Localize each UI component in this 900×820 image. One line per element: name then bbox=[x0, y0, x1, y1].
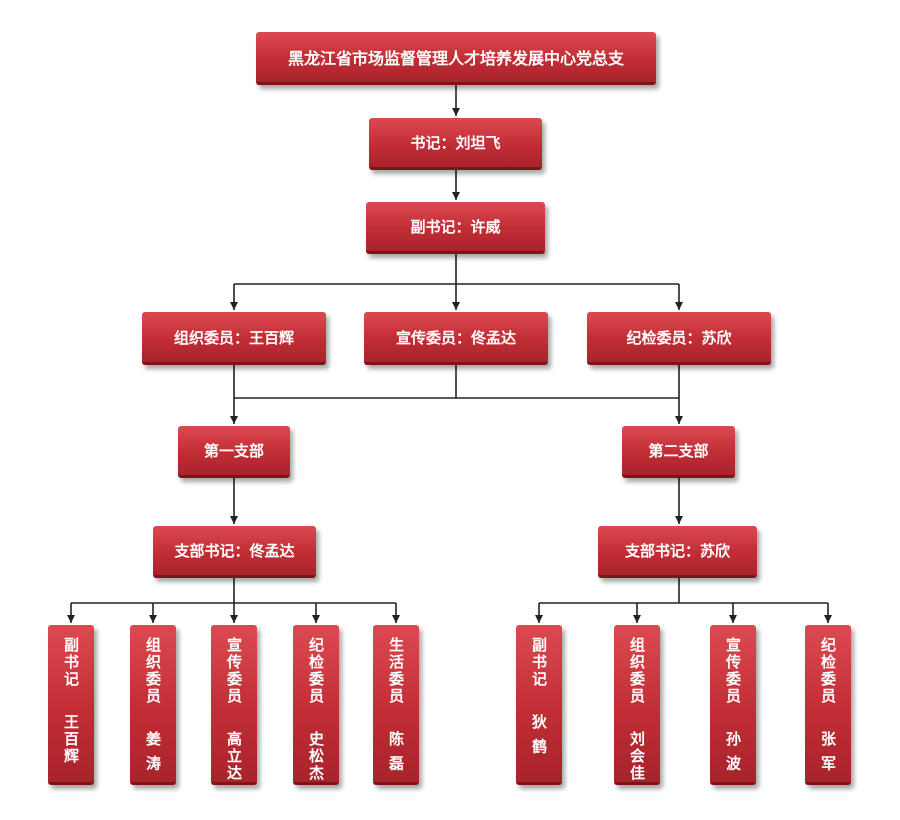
member-role: 副书记 bbox=[62, 637, 80, 688]
committee-propaganda-label: 宣传委员：佟孟达 bbox=[395, 328, 516, 347]
member-name: 陈 磊 bbox=[387, 731, 405, 773]
member-name: 狄 鹤 bbox=[530, 714, 548, 756]
member-box: 宣传委员 孙 波 bbox=[710, 625, 756, 785]
member-role: 生活委员 bbox=[387, 637, 405, 705]
secretary-box: 书记：刘坦飞 bbox=[369, 118, 542, 170]
deputy-secretary-box: 副书记：许威 bbox=[366, 202, 545, 254]
secretary-label: 书记：刘坦飞 bbox=[410, 134, 501, 152]
member-name: 张 军 bbox=[819, 731, 837, 773]
member-box: 纪检委员 史松杰 bbox=[293, 625, 339, 785]
member-name: 高立达 bbox=[225, 731, 243, 782]
member-role: 副书记 bbox=[530, 637, 548, 688]
committee-organization-label: 组织委员：王百辉 bbox=[173, 328, 294, 347]
member-name: 王百辉 bbox=[62, 714, 80, 765]
branch-1-box: 第一支部 bbox=[178, 426, 290, 478]
member-name: 姜 涛 bbox=[144, 731, 162, 773]
member-role: 纪检委员 bbox=[307, 637, 325, 705]
member-role: 组织委员 bbox=[144, 637, 162, 705]
committee-discipline-label: 纪检委员：苏欣 bbox=[626, 328, 732, 347]
member-box: 组织委员 刘会佳 bbox=[614, 625, 660, 785]
branch-2-label: 第二支部 bbox=[648, 442, 709, 460]
member-box: 生活委员 陈 磊 bbox=[373, 625, 419, 785]
member-role: 宣传委员 bbox=[225, 637, 243, 705]
member-box: 纪检委员 张 军 bbox=[805, 625, 851, 785]
member-box: 组织委员 姜 涛 bbox=[130, 625, 176, 785]
committee-discipline-box: 纪检委员：苏欣 bbox=[587, 312, 771, 365]
branch-1-label: 第一支部 bbox=[203, 442, 264, 460]
member-name: 史松杰 bbox=[307, 731, 325, 782]
member-box: 副书记 狄 鹤 bbox=[516, 625, 562, 785]
deputy-secretary-label: 副书记：许威 bbox=[410, 218, 501, 236]
branch-2-secretary-label: 支部书记：苏欣 bbox=[624, 542, 730, 560]
committee-propaganda-box: 宣传委员：佟孟达 bbox=[364, 312, 548, 365]
member-box: 宣传委员 高立达 bbox=[211, 625, 257, 785]
party-committee-label: 黑龙江省市场监督管理人才培养发展中心党总支 bbox=[287, 49, 624, 68]
branch-1-secretary-box: 支部书记：佟孟达 bbox=[153, 526, 316, 578]
branch-2-box: 第二支部 bbox=[622, 426, 735, 478]
member-role: 宣传委员 bbox=[724, 637, 742, 705]
member-name: 孙 波 bbox=[724, 731, 742, 773]
member-role: 纪检委员 bbox=[819, 637, 837, 705]
committee-organization-box: 组织委员：王百辉 bbox=[142, 312, 326, 365]
branch-2-secretary-box: 支部书记：苏欣 bbox=[598, 526, 757, 578]
branch-1-secretary-label: 支部书记：佟孟达 bbox=[174, 542, 295, 560]
party-committee-box: 黑龙江省市场监督管理人才培养发展中心党总支 bbox=[256, 32, 656, 85]
member-box: 副书记 王百辉 bbox=[48, 625, 94, 785]
member-name: 刘会佳 bbox=[628, 731, 646, 782]
member-role: 组织委员 bbox=[628, 637, 646, 705]
